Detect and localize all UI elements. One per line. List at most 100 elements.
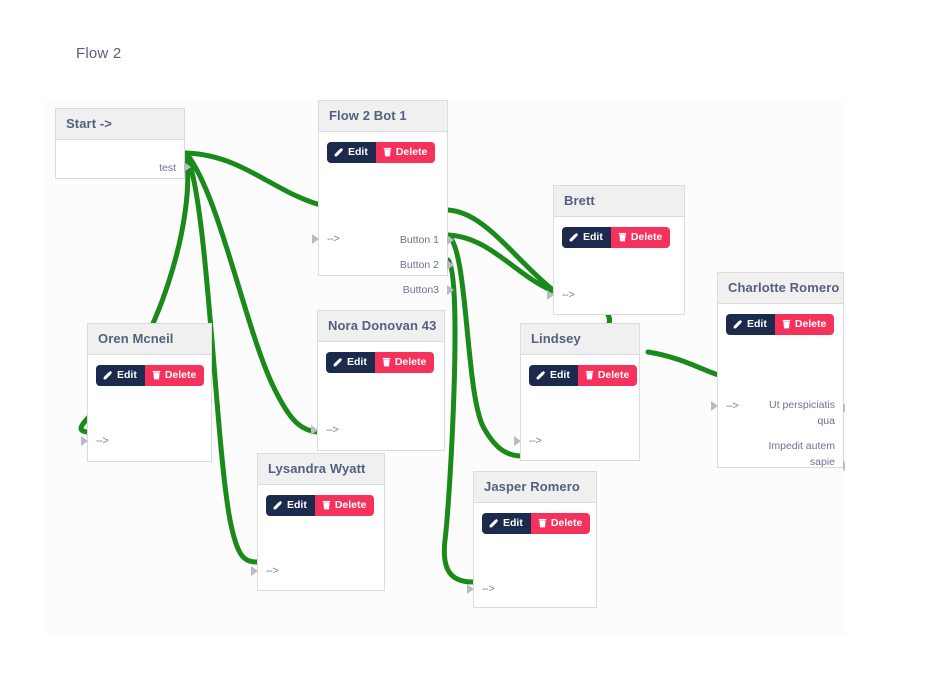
output-port-button-2[interactable]: Button 2 — [399, 259, 439, 271]
edge-button2-to-lindsey — [445, 232, 523, 459]
edit-button[interactable]: Edit — [96, 365, 145, 386]
delete-button[interactable]: Delete — [610, 227, 671, 248]
output-connector-nub-2[interactable] — [447, 260, 454, 270]
node-lindsey[interactable]: Lindsey Edit Delete — [514, 323, 640, 461]
edit-button[interactable]: Edit — [529, 365, 578, 386]
input-connector-nub[interactable] — [547, 290, 554, 300]
edit-icon — [733, 319, 743, 329]
node-actions: Edit Delete — [326, 352, 435, 373]
node-title: Lindsey — [521, 324, 639, 355]
edit-icon — [536, 370, 546, 380]
edit-icon — [273, 500, 283, 510]
output-connector-nub[interactable] — [184, 162, 191, 172]
edit-button[interactable]: Edit — [726, 314, 775, 335]
node-jasper-romero[interactable]: Jasper Romero Edit Delete — [467, 471, 597, 608]
input-port[interactable]: --> — [562, 289, 575, 301]
delete-button[interactable]: Delete — [774, 314, 835, 335]
delete-button-label: Delete — [395, 146, 428, 158]
edit-icon — [569, 232, 579, 242]
output-connector-nub-2[interactable] — [843, 461, 845, 471]
edit-button-label: Edit — [550, 369, 570, 381]
node-actions: Edit Delete — [482, 513, 591, 534]
node-brett[interactable]: Brett Edit Delete — [547, 185, 685, 315]
input-port[interactable]: --> — [266, 565, 279, 577]
input-port[interactable]: --> — [482, 583, 495, 595]
edit-button-label: Edit — [747, 318, 767, 330]
output-port-test[interactable]: test — [159, 162, 176, 174]
output-port-button-1[interactable]: Button 1 — [399, 234, 439, 246]
edge-button1-to-brett — [445, 207, 556, 293]
trash-icon — [782, 319, 791, 329]
flow-canvas[interactable]: Start -> test Flow 2 Bot 1 Edit — [45, 100, 845, 635]
trash-icon — [383, 147, 392, 157]
edit-button[interactable]: Edit — [326, 352, 375, 373]
input-port[interactable]: --> — [96, 435, 109, 447]
edit-button[interactable]: Edit — [482, 513, 531, 534]
edge-button2-to-brett — [445, 232, 556, 294]
input-port[interactable]: --> — [726, 400, 739, 412]
edit-button-label: Edit — [287, 499, 307, 511]
delete-button[interactable]: Delete — [374, 352, 435, 373]
edge-lindsey-to-charlotte-romero — [645, 349, 728, 380]
edit-button[interactable]: Edit — [562, 227, 611, 248]
trash-icon — [618, 232, 627, 242]
delete-button[interactable]: Delete — [375, 142, 436, 163]
input-port[interactable]: --> — [327, 233, 340, 245]
edge-button3-to-jasper-romero — [441, 257, 476, 585]
delete-button-label: Delete — [334, 499, 367, 511]
edit-button-label: Edit — [347, 356, 367, 368]
input-connector-nub[interactable] — [514, 436, 521, 446]
edit-button-label: Edit — [503, 517, 523, 529]
output-connector-nub-1[interactable] — [843, 403, 845, 413]
delete-button[interactable]: Delete — [530, 513, 591, 534]
input-port[interactable]: --> — [529, 435, 542, 447]
node-flow-2-bot-1[interactable]: Flow 2 Bot 1 Edit Delete — [312, 100, 454, 296]
edit-icon — [333, 357, 343, 367]
edit-icon — [334, 147, 344, 157]
edge-start-to-flow-2-bot-1 — [183, 150, 331, 210]
output-port-ut-perspiciatis-qua[interactable]: Ut perspiciatis qua — [769, 399, 835, 427]
input-connector-nub[interactable] — [711, 401, 718, 411]
trash-icon — [538, 518, 547, 528]
delete-button-label: Delete — [630, 231, 663, 243]
edit-icon — [103, 370, 113, 380]
edit-button[interactable]: Edit — [266, 495, 315, 516]
input-connector-nub[interactable] — [467, 584, 474, 594]
edit-icon — [489, 518, 499, 528]
edit-button-label: Edit — [117, 369, 137, 381]
page-title: Flow 2 — [76, 45, 122, 62]
node-lysandra-wyatt[interactable]: Lysandra Wyatt Edit Delete — [251, 453, 385, 591]
input-connector-nub[interactable] — [312, 234, 319, 244]
node-start[interactable]: Start -> test — [55, 108, 191, 179]
node-title: Oren Mcneil — [88, 324, 211, 355]
input-connector-nub[interactable] — [311, 425, 318, 435]
node-actions: Edit Delete — [327, 142, 436, 163]
node-charlotte-romero[interactable]: Charlotte Romero Edit Delete — [711, 272, 845, 471]
node-actions: Edit Delete — [562, 227, 671, 248]
delete-button-label: Delete — [597, 369, 630, 381]
node-title: Charlotte Romero — [718, 273, 843, 304]
output-connector-nub-3[interactable] — [447, 285, 454, 295]
input-port[interactable]: --> — [326, 424, 339, 436]
input-connector-nub[interactable] — [251, 566, 258, 576]
delete-button[interactable]: Delete — [314, 495, 375, 516]
trash-icon — [382, 357, 391, 367]
output-connector-nub-1[interactable] — [447, 235, 454, 245]
node-title: Nora Donovan 43 — [318, 311, 444, 342]
node-actions: Edit Delete — [266, 495, 375, 516]
delete-button[interactable]: Delete — [144, 365, 205, 386]
delete-button[interactable]: Delete — [577, 365, 638, 386]
node-title: Jasper Romero — [474, 472, 596, 503]
node-oren-mcneil[interactable]: Oren Mcneil Edit Delete — [81, 323, 212, 462]
node-nora-donovan-43[interactable]: Nora Donovan 43 Edit Delete — [311, 310, 445, 451]
edit-button[interactable]: Edit — [327, 142, 376, 163]
delete-button-label: Delete — [550, 517, 583, 529]
node-actions: Edit Delete — [96, 365, 205, 386]
output-port-button-3[interactable]: Button3 — [402, 284, 439, 296]
node-title: Lysandra Wyatt — [258, 454, 384, 485]
output-port-impedit-autem-sapie[interactable]: Impedit autem sapie — [768, 440, 835, 468]
delete-button-label: Delete — [394, 356, 427, 368]
trash-icon — [322, 500, 331, 510]
input-connector-nub[interactable] — [81, 436, 88, 446]
